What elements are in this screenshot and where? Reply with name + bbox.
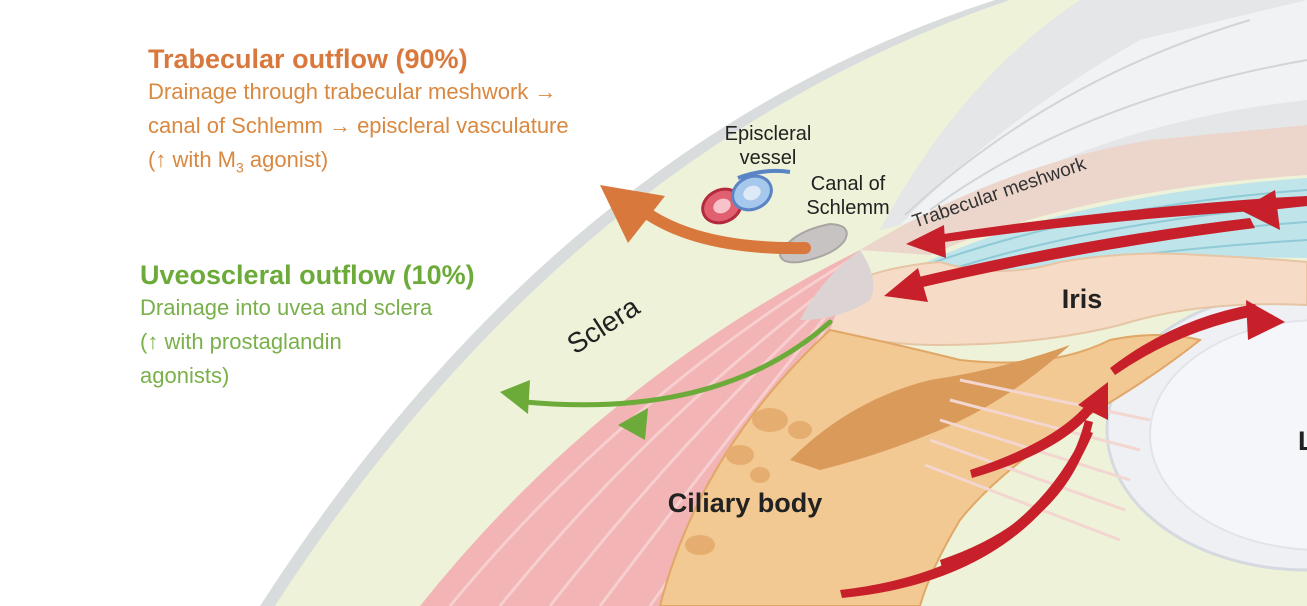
- trabecular-outflow-legend: Trabecular outflow (90%) Drainage throug…: [148, 43, 569, 184]
- cornea-layer-line: [929, 59, 1307, 211]
- iris-label: Iris: [1062, 284, 1103, 314]
- lens-inner: [1149, 319, 1307, 551]
- trabecular-line3-suffix: agonist): [243, 147, 329, 172]
- ciliary-body-label: Ciliary body: [668, 488, 823, 518]
- uveoscleral-outflow-line: Drainage into uvea and sclera: [140, 295, 433, 320]
- zonule-fibers: [924, 378, 1151, 542]
- canal-label: Canal of: [811, 173, 886, 195]
- trabecular-arrowhead: [600, 185, 665, 243]
- cornea-inner-layer: [900, 0, 1307, 225]
- aqueous-flow-arrows: [840, 190, 1307, 598]
- ciliary-body-spots: [685, 408, 812, 555]
- ciliary-process: [790, 345, 1070, 470]
- trabecular-outflow-line: (↑ with M3 agonist): [148, 143, 569, 184]
- trabecular-outflow-title: Trabecular outflow (90%): [148, 44, 468, 74]
- trabecular-line3-prefix: (↑ with M: [148, 147, 236, 172]
- lens-label-partial: L: [1298, 426, 1307, 456]
- episcleral-vessel: [701, 168, 791, 225]
- uveoscleral-arrowhead: [500, 380, 530, 414]
- trabecular-outflow-line: canal of Schlemm → episcleral vasculatur…: [148, 113, 569, 138]
- trabecular-outflow-arrow: [639, 206, 811, 255]
- cornea-layer-line: [904, 19, 1251, 216]
- uveoscleral-outflow-arrow: [522, 319, 833, 408]
- trabecular-meshwork-band: [860, 125, 1307, 255]
- uveoscleral-outflow-line: agonists): [140, 363, 230, 388]
- uveoscleral-outflow-title: Uveoscleral outflow (10%): [140, 260, 475, 290]
- episcleral-label: Episcleral: [725, 123, 812, 145]
- uveoscleral-outflow-legend: Uveoscleral outflow (10%) Drainage into …: [140, 259, 475, 393]
- canal-label: Schlemm: [806, 197, 889, 219]
- uveoscleral-arrowhead: [618, 408, 648, 440]
- uveoscleral-outflow-line: (↑ with prostaglandin: [140, 329, 342, 354]
- angle-region: [800, 250, 874, 320]
- trabecular-outflow-line: Drainage through trabecular meshwork →: [148, 79, 557, 104]
- trabecular-line3-sub: 3: [236, 159, 244, 176]
- episcleral-label: vessel: [740, 147, 797, 169]
